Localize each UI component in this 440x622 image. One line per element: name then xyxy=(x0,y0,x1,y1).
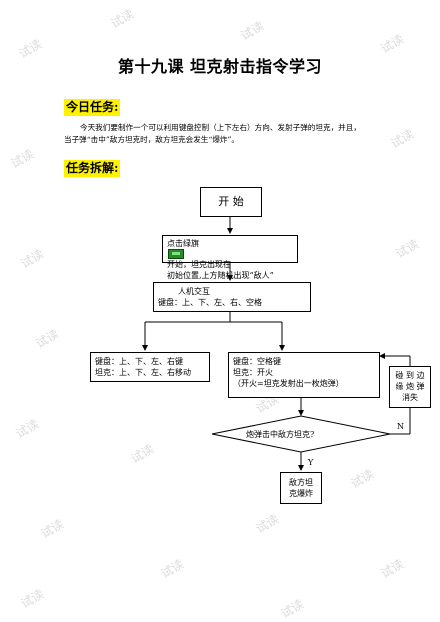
end-text-b: 克爆炸 xyxy=(289,489,313,498)
decision-diamond xyxy=(211,415,391,453)
task-line-1: 今天我们要制作一个可以利用键盘控制（上下左右）方向、发射子弹的坦克，并且， xyxy=(80,123,361,132)
right-text-b: 坦克：开火 xyxy=(233,368,273,377)
green-flag-line: 点击绿旗开始，坦克出现在 xyxy=(167,238,293,270)
step-space-fire: 键盘：空格键 坦克：开火 （开火=坦克发射出一枚炮弹） xyxy=(228,352,380,398)
step2-text-a: 人机交互 xyxy=(178,287,210,296)
section-heading-breakdown: 任务拆解: xyxy=(64,160,121,177)
step2-text-b: 键盘：上、下、左、右、空格 xyxy=(158,298,262,307)
right-text-a: 键盘：空格键 xyxy=(233,357,281,366)
step1-text-b: 开始，坦克出现在 xyxy=(167,260,231,269)
left-text-b: 坦克：上、下、左、右移动 xyxy=(95,368,191,377)
step1-text-c: 初始位置,上方随机出现“敌人” xyxy=(167,271,274,280)
end-box: 敌方坦 克爆炸 xyxy=(280,472,322,504)
step1-text-a: 点击绿旗 xyxy=(167,239,199,248)
left-text-a: 键盘：上、下、左、右键 xyxy=(95,357,183,366)
start-box: 开 始 xyxy=(200,187,262,217)
end-text-a: 敌方坦 xyxy=(289,478,313,487)
side-text-c: 消失 xyxy=(402,393,418,402)
side-text-b: 缘 炮 弹 xyxy=(395,382,425,391)
step-green-flag: 点击绿旗开始，坦克出现在 初始位置,上方随机出现“敌人” xyxy=(162,235,298,280)
green-flag-icon xyxy=(168,249,184,259)
branch-no-label: N xyxy=(397,422,404,431)
side-text-a: 碰 到 边 xyxy=(395,371,425,380)
step-arrow-keys: 键盘：上、下、左、右键 坦克：上、下、左、右移动 xyxy=(90,352,210,382)
step-interaction: 人机交互 键盘：上、下、左、右、空格 xyxy=(153,282,311,312)
page-title: 第十九课 坦克射击指令学习 xyxy=(117,57,323,76)
start-label: 开 始 xyxy=(218,195,244,208)
branch-yes-label: Y xyxy=(308,458,314,467)
step-edge-vanish: 碰 到 边 缘 炮 弹 消失 xyxy=(389,366,431,408)
right-text-c: （开火=坦克发射出一枚炮弹） xyxy=(233,379,344,388)
decision-label: 炮弹击中敌方坦克? xyxy=(246,430,315,439)
task-line-2: 当子弹“击中”敌方坦克时，敌方坦克会发生“爆炸”。 xyxy=(64,135,239,144)
task-description: 今天我们要制作一个可以利用键盘控制（上下左右）方向、发射子弹的坦克，并且， 当子… xyxy=(64,122,390,146)
section-heading-today: 今日任务: xyxy=(64,99,121,116)
